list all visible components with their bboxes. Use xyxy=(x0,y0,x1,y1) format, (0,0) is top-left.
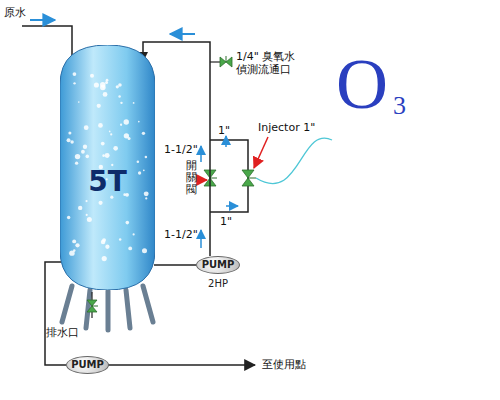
tank-vessel: 5T xyxy=(60,45,155,290)
flow-arrow xyxy=(170,33,195,35)
inlet-label: 原水 xyxy=(4,6,26,19)
sample-pipe xyxy=(210,61,220,62)
bypass-pipe xyxy=(210,140,248,212)
inlet-pipe xyxy=(22,26,72,62)
pointer-arrow xyxy=(199,179,207,181)
pipe-connector xyxy=(154,264,196,266)
outlet-pipe xyxy=(108,364,255,366)
flow-arrow xyxy=(225,136,227,147)
drain-label: 排水口 xyxy=(46,326,79,339)
pump-label: PUMP xyxy=(197,257,239,273)
ozone-symbol: O xyxy=(336,48,388,120)
flow-arrow xyxy=(200,230,202,248)
valve-label: 開關閥 xyxy=(186,160,197,196)
drain-valve xyxy=(87,300,98,312)
ozone-line xyxy=(256,138,332,184)
pump-label: PUMP xyxy=(67,357,108,373)
pipe-size: 1-1/2" xyxy=(164,228,198,241)
sample-valve xyxy=(220,56,232,67)
sampling-port-label: 1/4" 臭氧水 偵測流通口 xyxy=(236,50,298,76)
pump-symbol: PUMP xyxy=(66,356,109,374)
pipe-size: 1" xyxy=(218,124,230,137)
tank-legs xyxy=(62,286,153,330)
pipe-size: 1-1/2" xyxy=(164,143,198,156)
capacity-label: 5T xyxy=(60,165,155,198)
pointer-arrow xyxy=(254,137,268,168)
pipe-connector xyxy=(45,262,66,365)
flow-arrow xyxy=(226,205,238,207)
outlet-label: 至使用點 xyxy=(262,358,306,371)
flow-arrow xyxy=(30,19,55,21)
ozone-subscript: 3 xyxy=(393,93,406,119)
injector-label: Injector 1" xyxy=(258,121,315,134)
pump-symbol: PUMP2HP xyxy=(196,256,240,274)
pipe-size: 1" xyxy=(220,215,232,228)
flow-arrow xyxy=(200,146,202,162)
power-rating: 2HP xyxy=(197,278,239,289)
injector-valve xyxy=(242,170,256,186)
